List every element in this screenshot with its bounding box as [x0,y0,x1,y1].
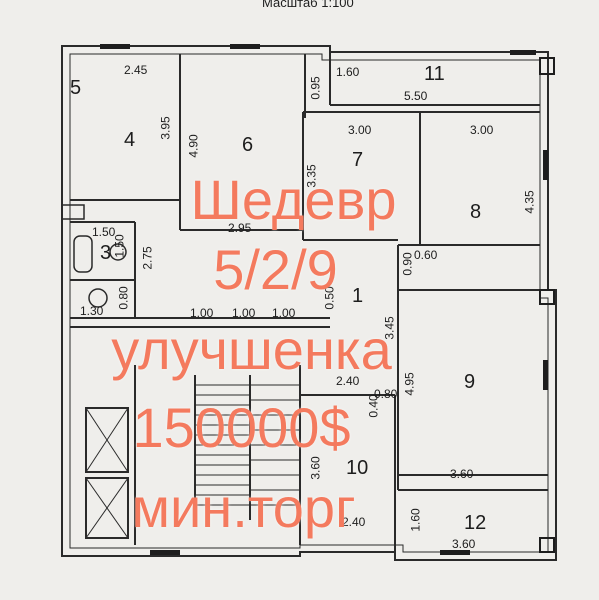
dimension-label: 3.95 [158,116,173,140]
room-number-9: 9 [464,371,476,393]
dimension-label: 4.90 [186,134,201,158]
overlay-floor-info: 5/2/9 [213,238,338,301]
dimension-label: 1.50 [92,225,116,239]
dimension-label: 1.00 [232,306,256,320]
dimension-label: 3.60 [450,467,474,481]
room-number-10: 10 [346,457,369,479]
scale-label: Масштаб 1:100 [262,0,354,10]
dimension-label: 0.95 [308,76,323,100]
overlay-title: Шедевр [190,168,397,231]
room-number-6: 6 [242,134,254,156]
dimension-label: 1.00 [272,306,296,320]
dimension-label: 2.40 [342,515,366,529]
dimension-label: 2.95 [228,221,252,235]
overlay-layout-type: улучшенка [111,318,392,381]
dimension-label: 1.60 [336,65,360,79]
dimension-label: 2.45 [124,63,148,77]
room-number-1: 1 [352,285,364,307]
overlay-price: 150000$ [132,396,351,459]
dimension-label: 2.40 [336,374,360,388]
room-number-4: 4 [124,129,136,151]
room-number-8: 8 [470,201,482,223]
room-number-5: 5 [70,77,82,99]
dimension-label: 3.60 [452,537,476,551]
dimension-label: 1.30 [80,304,104,318]
dimension-label: 0.80 [374,387,398,401]
room-number-7: 7 [352,149,364,171]
room-number-12: 12 [464,512,487,534]
dimension-label: 5.50 [404,89,428,103]
dimension-label: 0.60 [414,248,438,262]
room-number-11: 11 [424,63,445,85]
dimension-label: 3.00 [470,123,494,137]
dimension-label: 3.00 [348,123,372,137]
dimension-label: 1.00 [190,306,214,320]
room-number-3: 3 [100,242,112,264]
overlay-negotiable: мин.торг [131,476,356,539]
